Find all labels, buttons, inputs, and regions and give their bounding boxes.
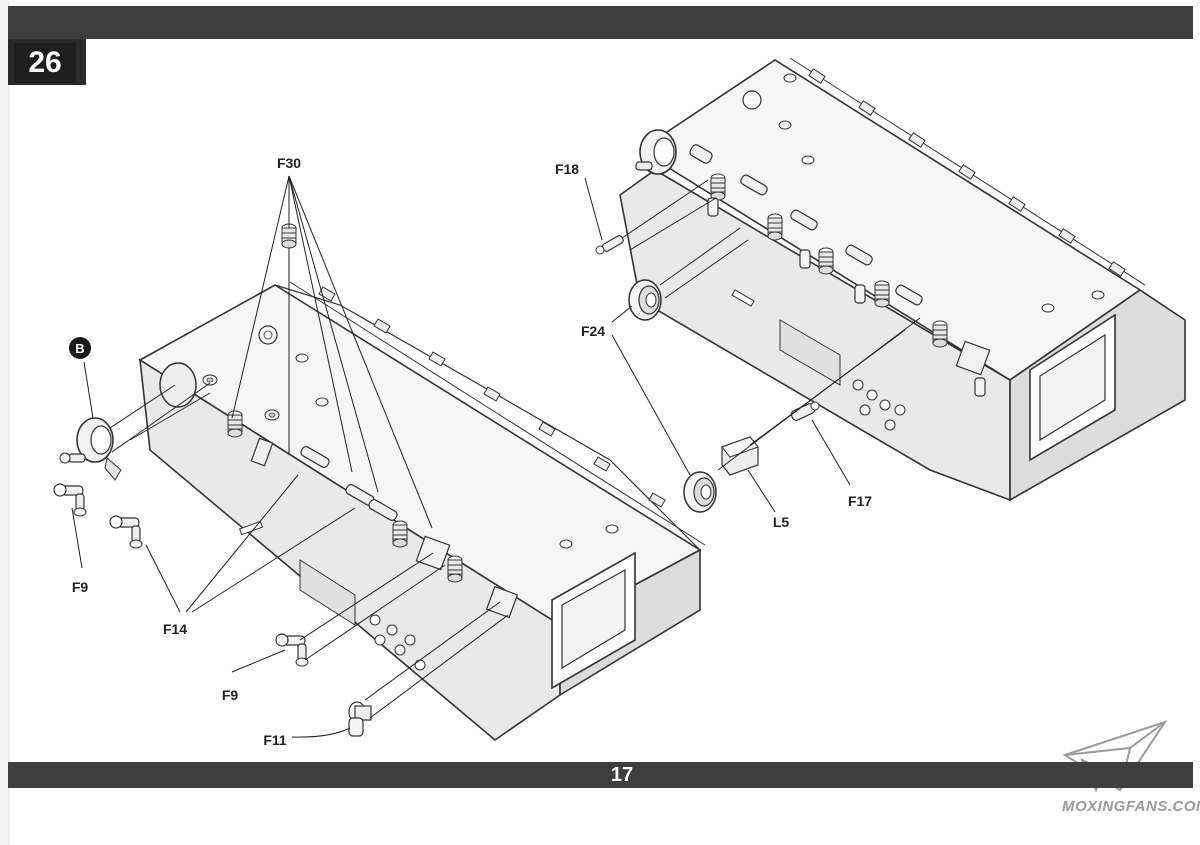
callout-f17: F17	[848, 493, 872, 509]
step-number: 26	[14, 43, 76, 83]
callout-f11: F11	[263, 732, 287, 748]
footer-bar	[8, 762, 1193, 788]
callout-l5: L5	[773, 514, 790, 530]
callout-f30: F30	[277, 155, 301, 171]
page-edge	[0, 0, 10, 845]
subassembly-marker-label: B	[75, 341, 84, 356]
subassembly-marker	[69, 337, 91, 359]
callout-f9-upper: F9	[72, 579, 89, 595]
callout-f14: F14	[163, 621, 187, 637]
right-leader-lines	[584, 177, 921, 513]
left-hull	[59, 281, 706, 742]
left-leader-lines	[71, 175, 509, 738]
watermark-text: MOXINGFANS.COM	[1062, 798, 1200, 815]
callout-f24: F24	[581, 323, 605, 339]
page-number: 17	[610, 764, 634, 786]
right-hull	[619, 57, 1186, 502]
callout-f18: F18	[555, 161, 579, 177]
header-bar	[8, 6, 1193, 39]
callout-f9-lower: F9	[222, 687, 239, 703]
